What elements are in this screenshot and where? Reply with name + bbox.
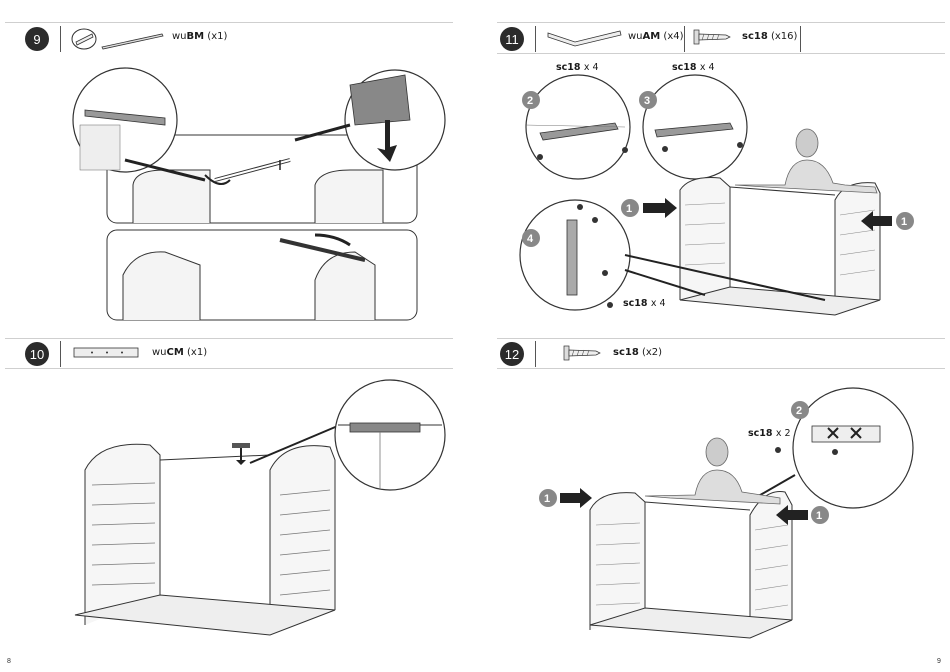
step-10-header: 10	[25, 339, 49, 369]
svg-text:1: 1	[901, 216, 907, 228]
part-label: wuCM (x1)	[152, 347, 207, 358]
svg-text:2: 2	[527, 95, 533, 107]
svg-text:1: 1	[626, 203, 632, 215]
svg-text:3: 3	[644, 95, 650, 107]
shed-illustration: 2 1 1	[530, 380, 930, 645]
svg-text:1: 1	[544, 493, 550, 505]
beam-icon	[70, 26, 170, 52]
step-number: 10	[25, 342, 49, 366]
step-number: 9	[25, 27, 49, 51]
part-label: wuBM (x1)	[172, 31, 227, 42]
part-label: wuAM (x4)	[628, 31, 684, 42]
screw-icon	[692, 29, 732, 45]
step-number: 12	[500, 342, 524, 366]
svg-text:1: 1	[816, 510, 822, 522]
step-number: 11	[500, 27, 524, 51]
beam-icon	[545, 28, 625, 48]
svg-text:4: 4	[527, 233, 534, 245]
step-12-header: 12	[500, 339, 524, 369]
svg-text:2: 2	[796, 405, 802, 417]
page-number-right: 9	[937, 658, 941, 665]
step-11-header: 11	[500, 24, 524, 54]
shed-illustration: 2 3 1 1 4	[515, 75, 945, 330]
screw-callout: sc18 x 4	[556, 62, 599, 73]
page-number-left: 8	[7, 658, 11, 665]
shed-illustration	[70, 385, 450, 645]
person-icon	[645, 438, 780, 504]
screw-label: sc18 (x16)	[742, 31, 797, 42]
step-9-header: 9	[25, 24, 49, 54]
shed-illustration	[65, 70, 445, 325]
screw-icon	[562, 345, 602, 361]
beam-icon	[72, 345, 142, 361]
screw-label: sc18 (x2)	[613, 347, 662, 358]
screw-callout: sc18 x 4	[672, 62, 715, 73]
